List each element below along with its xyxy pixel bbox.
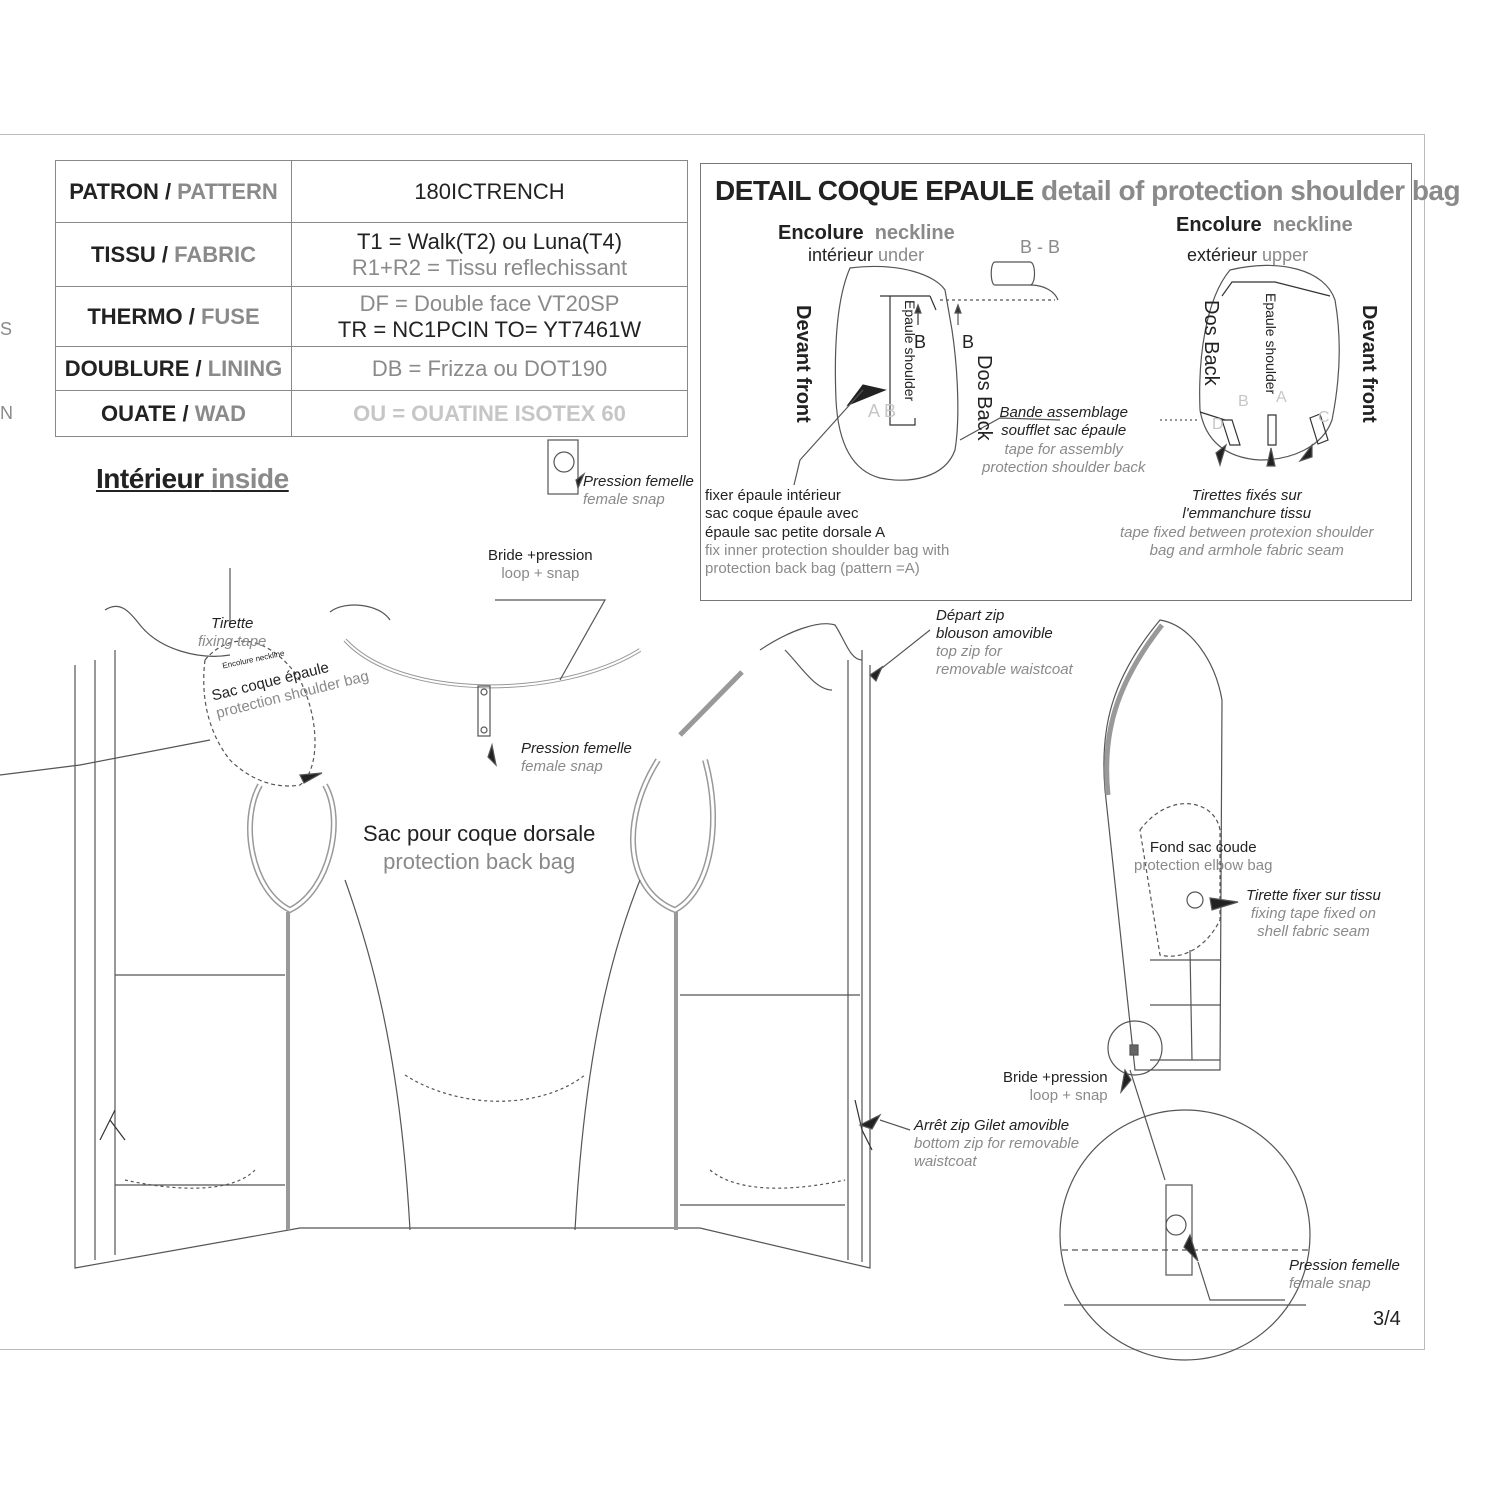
edge-mark-n: N xyxy=(0,403,13,423)
right-back-label: Dos Back xyxy=(1200,300,1222,386)
right-shoulder-label: Epaule shoulder xyxy=(1263,293,1279,395)
sleeve-drawing xyxy=(1059,619,1311,1361)
snap-icon-top xyxy=(547,439,586,495)
right-side-label: extérieur upper xyxy=(1187,245,1309,265)
note-fix-shoulder: fixer épaule intérieur sac coque épaule … xyxy=(705,487,950,578)
sheet-frame xyxy=(0,134,1425,1350)
left-front-label: Devant front xyxy=(792,305,814,423)
left-neck-label: Encolure neckline xyxy=(778,222,955,244)
shoulder-bag-upper-diagram xyxy=(1160,264,1340,467)
lining-value: DB = Frizza ou DOT190 xyxy=(291,346,688,391)
section-label: B - B xyxy=(1020,237,1061,257)
edge-mark-s: S xyxy=(0,319,13,339)
note-tape-assembly: Bande assemblage soufflet sac épaule tap… xyxy=(982,404,1146,476)
spec-table: PATRON / PATTERN 180ICTRENCH TISSU / FAB… xyxy=(55,160,688,437)
note-tirettes: Tirettes fixés sur l'emmanchure tissu ta… xyxy=(1120,487,1374,559)
mark-b-1: B xyxy=(914,332,927,352)
left-side-label: intérieur under xyxy=(808,245,925,265)
wad-value: OU = OUATINE ISOTEX 60 xyxy=(291,390,688,437)
detail-title: DETAIL COQUE EPAULE detail of protection… xyxy=(715,175,1461,206)
detail-box xyxy=(700,163,1412,601)
mark-d: D xyxy=(1212,416,1224,433)
mark-ab: A B xyxy=(868,401,897,421)
right-neck-label: Encolure neckline xyxy=(1176,214,1353,236)
mark-b-right: B xyxy=(1238,393,1249,410)
right-front-label: Devant front xyxy=(1358,305,1380,423)
mark-c: C xyxy=(1318,409,1330,426)
mark-b-2: B xyxy=(962,332,975,352)
pattern-value: 180ICTRENCH xyxy=(291,160,688,223)
page-number: 3/4 xyxy=(1373,1308,1401,1330)
mark-a-right: A xyxy=(1276,389,1287,406)
garment-body xyxy=(0,568,931,1269)
inside-heading: Intérieur inside xyxy=(96,463,289,494)
fabric-value: T1 = Walk(T2) ou Luna(T4)R1+R2 = Tissu r… xyxy=(291,222,688,287)
shoulder-bag-under-diagram xyxy=(793,261,1061,486)
